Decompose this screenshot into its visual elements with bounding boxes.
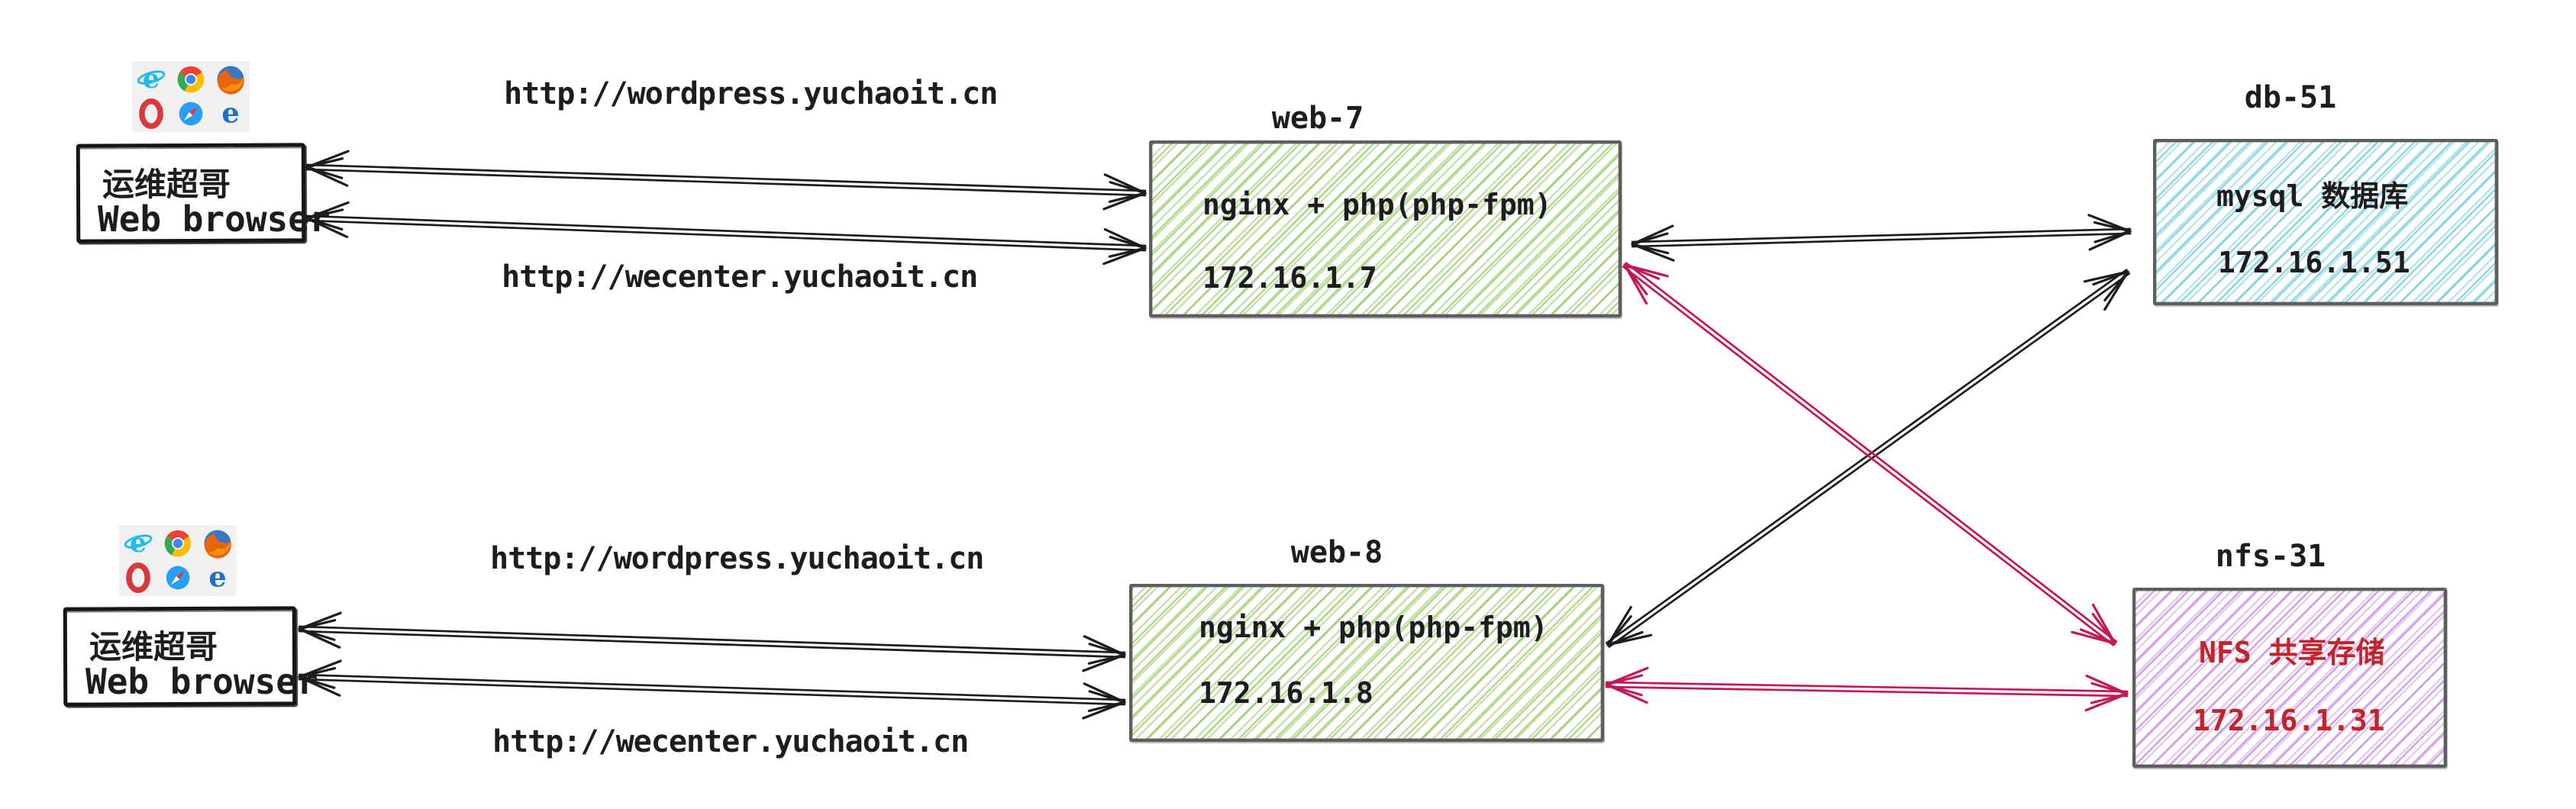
url-label-wecenter-bottom: http://wecenter.yuchaoit.cn [492,724,969,759]
url-label-wecenter-top: http://wecenter.yuchaoit.cn [502,259,978,295]
url-label-wordpress-top: http://wordpress.yuchaoit.cn [504,76,998,111]
arrow-web7-db51 [1631,214,2132,262]
arrow-client2-web8-wordpress [298,611,1126,672]
chrome-icon [164,530,192,557]
client-label-en: Web browser [86,661,318,702]
safari-icon [177,100,205,127]
node-ip-db51: 172.16.1.51 [2218,246,2410,279]
node-box-web7 [1149,140,1622,317]
arrow-client1-web7-wecenter [305,201,1147,266]
node-service-web7: nginx + php(php-fpm) [1202,188,1552,221]
node-title-db51: db-51 [2244,80,2337,115]
safari-icon [164,564,192,591]
firefox-icon [204,530,231,559]
opera-icon [139,98,163,129]
internet-explorer-icon: e [137,64,166,95]
node-service-web8: nginx + php(php-fpm) [1199,611,1548,644]
edge-icon: e [208,562,226,593]
arrow-web7-nfs31 [1622,262,2118,646]
node-service-db51: mysql 数据库 [2216,179,2409,213]
node-box-db51 [2153,139,2498,305]
arrow-client2-web8-wecenter [298,659,1126,720]
browser-icons-panel: e e [132,61,250,132]
node-box-web8 [1129,584,1604,742]
node-title-nfs31: nfs-31 [2215,539,2326,574]
arrow-web8-db51 [1605,269,2131,648]
arrow-web8-nfs31 [1605,666,2129,712]
node-title-web8: web-8 [1290,535,1383,570]
url-label-wordpress-bottom: http://wordpress.yuchaoit.cn [490,541,984,576]
node-ip-web7: 172.16.1.7 [1202,261,1377,295]
svg-text:e: e [221,98,239,129]
node-ip-web8: 172.16.1.8 [1199,676,1374,710]
node-box-nfs31 [2132,588,2447,768]
client-label-cn: 运维超哥 [89,628,218,666]
arrow-client1-web7-wordpress [305,150,1147,211]
internet-explorer-icon: e [124,528,153,559]
chrome-icon [177,66,205,93]
node-service-nfs31: NFS 共享存储 [2199,636,2385,669]
opera-icon [126,562,150,593]
node-title-web7: web-7 [1271,101,1364,136]
svg-text:e: e [208,562,226,593]
client-label-en: Web browser [98,198,331,240]
edge-icon: e [221,98,239,129]
firefox-icon [217,66,244,95]
client-label-cn: 运维超哥 [102,166,231,203]
node-ip-nfs31: 172.16.1.31 [2193,704,2385,737]
browser-icons-panel: e e [119,525,237,596]
